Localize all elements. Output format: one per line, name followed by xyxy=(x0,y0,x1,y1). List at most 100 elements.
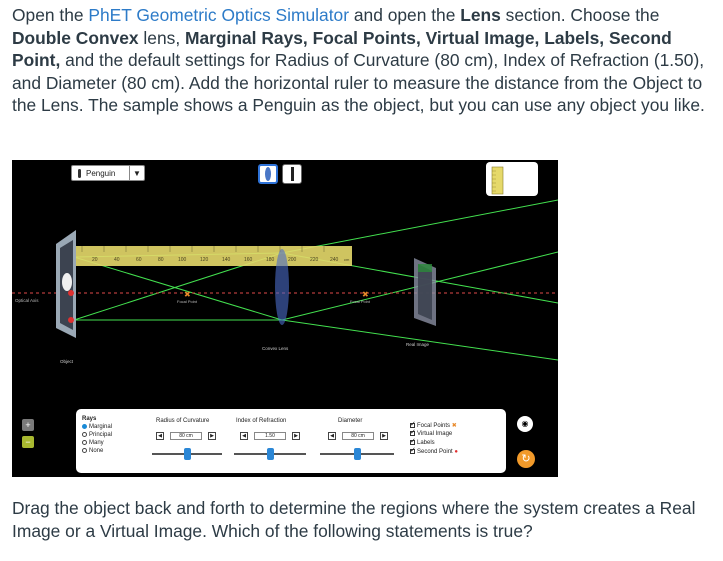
diameter-spinner: ◀ 80 cm ▶ xyxy=(328,432,388,440)
focal-point-marker-icon: ✖ xyxy=(451,423,457,429)
control-panel: Rays Marginal Principal Many None Radius… xyxy=(76,409,506,473)
focal-point-right-marker: ✖ xyxy=(362,290,369,299)
radio-many-label: Many xyxy=(89,440,104,446)
index-increment-button[interactable]: ▶ xyxy=(292,432,300,440)
checkbox-labels-label: Labels xyxy=(417,440,435,446)
ruler-toolbox xyxy=(486,162,538,196)
lens-mode-button[interactable] xyxy=(258,164,278,184)
question-text: Drag the object back and forth to determ… xyxy=(12,498,696,541)
intro-text-5: and the default settings for Radius of C… xyxy=(12,50,705,116)
diameter-slider[interactable] xyxy=(320,448,394,460)
radio-none[interactable]: None xyxy=(82,448,103,454)
eye-icon[interactable]: ◉ xyxy=(517,416,533,432)
object-select[interactable]: Penguin ▼ xyxy=(71,165,145,181)
intro-text-4: lens, xyxy=(138,27,185,48)
convex-lens-label: Convex Lens xyxy=(262,346,289,351)
radio-marginal[interactable]: Marginal xyxy=(82,424,112,430)
radius-spinner: ◀ 80 cm ▶ xyxy=(156,432,216,440)
zoom-out-button[interactable]: − xyxy=(22,436,34,448)
ruler-tick-160: 160 xyxy=(244,257,253,263)
focal-point-right-label: Focal Point xyxy=(350,299,371,304)
second-point-marker-icon: ● xyxy=(454,449,458,455)
radio-many[interactable]: Many xyxy=(82,440,104,446)
diameter-decrement-button[interactable]: ◀ xyxy=(328,432,336,440)
ruler-unit: cm xyxy=(344,257,350,262)
radio-principal[interactable]: Principal xyxy=(82,432,112,438)
focal-point-left-marker: ✖ xyxy=(184,290,191,299)
double-convex-bold: Double Convex xyxy=(12,27,139,48)
simulator-screenshot: 20 40 60 80 100 120 140 160 180 200 220 … xyxy=(12,160,558,477)
object-select-value: Penguin xyxy=(86,169,116,178)
diameter-slider-thumb[interactable] xyxy=(354,448,361,460)
checkbox-focal-points[interactable]: Focal Points ✖ xyxy=(410,420,457,429)
index-slider-thumb[interactable] xyxy=(267,448,274,460)
chevron-down-icon: ▼ xyxy=(133,169,141,178)
radius-increment-button[interactable]: ▶ xyxy=(208,432,216,440)
convex-lens[interactable] xyxy=(275,249,289,325)
radius-title: Radius of Curvature xyxy=(156,418,210,424)
ruler-tick-20: 20 xyxy=(92,257,98,263)
rays-title: Rays xyxy=(82,416,97,422)
intro-text-2: and open the xyxy=(349,5,461,25)
rays-group xyxy=(73,199,558,361)
ruler-tick-60: 60 xyxy=(136,257,142,263)
penguin-icon xyxy=(78,169,81,178)
diameter-title: Diameter xyxy=(338,418,363,424)
diameter-value: 80 cm xyxy=(342,432,374,440)
index-spinner: ◀ 1.50 ▶ xyxy=(240,432,300,440)
penguin-object[interactable] xyxy=(56,230,76,338)
checkbox-box xyxy=(410,437,416,445)
lens-icon xyxy=(265,167,271,181)
radius-value: 80 cm xyxy=(170,432,202,440)
checkbox-focal-points-label: Focal Points xyxy=(417,423,451,429)
lens-section-bold: Lens xyxy=(460,5,501,25)
ruler-tick-140: 140 xyxy=(222,257,231,263)
real-image xyxy=(414,258,436,326)
optics-scene: 20 40 60 80 100 120 140 160 180 200 220 … xyxy=(12,199,558,364)
checkbox-virtual-image-label: Virtual Image xyxy=(417,431,453,437)
ray-extra-1 xyxy=(281,199,558,254)
phet-simulator-link[interactable]: PhET Geometric Optics Simulator xyxy=(88,5,350,25)
radius-slider-thumb[interactable] xyxy=(184,448,191,460)
focal-point-left-label: Focal Point xyxy=(177,299,198,304)
ruler-tick-120: 120 xyxy=(200,257,209,263)
real-image-label: Real Image xyxy=(406,342,430,347)
vertical-ruler-icon[interactable] xyxy=(491,166,504,195)
checkbox-labels[interactable]: Labels xyxy=(410,437,435,446)
ruler-tick-100: 100 xyxy=(178,257,187,263)
index-slider[interactable] xyxy=(234,448,306,460)
checkbox-box xyxy=(410,446,416,454)
ray-extra-2 xyxy=(281,319,558,361)
radius-slider[interactable] xyxy=(152,448,222,460)
ruler-tick-200: 200 xyxy=(288,257,297,263)
ruler-tick-40: 40 xyxy=(114,257,120,263)
reset-all-button[interactable]: ↻ xyxy=(517,450,535,468)
options-bold: Marginal Rays, Focal Points, Virtual Ima… xyxy=(12,27,672,71)
optical-axis-label: Optical Axis xyxy=(15,298,39,303)
checkbox-second-point[interactable]: Second Point ● xyxy=(410,446,458,455)
index-decrement-button[interactable]: ◀ xyxy=(240,432,248,440)
checkbox-second-point-label: Second Point xyxy=(417,449,453,455)
select-divider xyxy=(129,166,130,180)
ruler-tick-240: 240 xyxy=(330,257,339,263)
radius-decrement-button[interactable]: ◀ xyxy=(156,432,164,440)
mirror-mode-button[interactable] xyxy=(282,164,302,184)
radio-none-label: None xyxy=(89,448,104,454)
diameter-increment-button[interactable]: ▶ xyxy=(380,432,388,440)
radio-marginal-label: Marginal xyxy=(89,424,113,430)
radio-dot xyxy=(82,432,87,437)
horizontal-ruler[interactable]: 20 40 60 80 100 120 140 160 180 200 220 … xyxy=(76,246,352,266)
intro-text-1: Open the xyxy=(12,5,89,25)
radio-dot-selected xyxy=(82,424,87,429)
radio-dot xyxy=(82,448,87,453)
instructions-paragraph: Open the PhET Geometric Optics Simulator… xyxy=(12,4,712,117)
index-title: Index of Refraction xyxy=(236,418,287,424)
object-label: Object xyxy=(60,359,74,364)
ruler-tick-80: 80 xyxy=(158,257,164,263)
ruler-tick-220: 220 xyxy=(310,257,319,263)
checkbox-virtual-image[interactable]: Virtual Image xyxy=(410,428,453,437)
ray-bottom xyxy=(73,256,283,321)
radio-dot xyxy=(82,440,87,445)
index-value: 1.50 xyxy=(254,432,286,440)
zoom-in-button[interactable]: + xyxy=(22,419,34,431)
